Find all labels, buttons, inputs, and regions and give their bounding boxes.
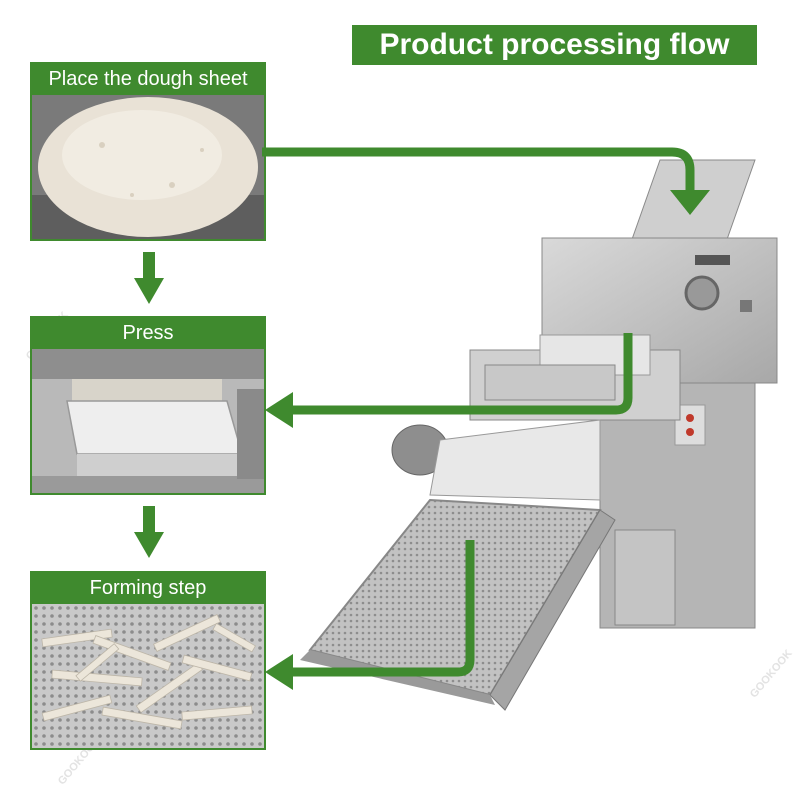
diagram-title: Product processing flow (352, 25, 757, 65)
step-label: Place the dough sheet (32, 64, 264, 95)
step-forming: Forming step (30, 571, 266, 750)
press-photo (32, 349, 264, 493)
dough-photo (32, 95, 264, 239)
step-press: Press (30, 316, 266, 495)
step-place-dough: Place the dough sheet (30, 62, 266, 241)
noodle-machine-image (300, 159, 778, 711)
forming-photo (32, 604, 264, 748)
step-label: Press (32, 318, 264, 349)
step-label: Forming step (32, 573, 264, 604)
arrow-down-icon (134, 278, 164, 304)
arrow-down-icon (134, 532, 164, 558)
